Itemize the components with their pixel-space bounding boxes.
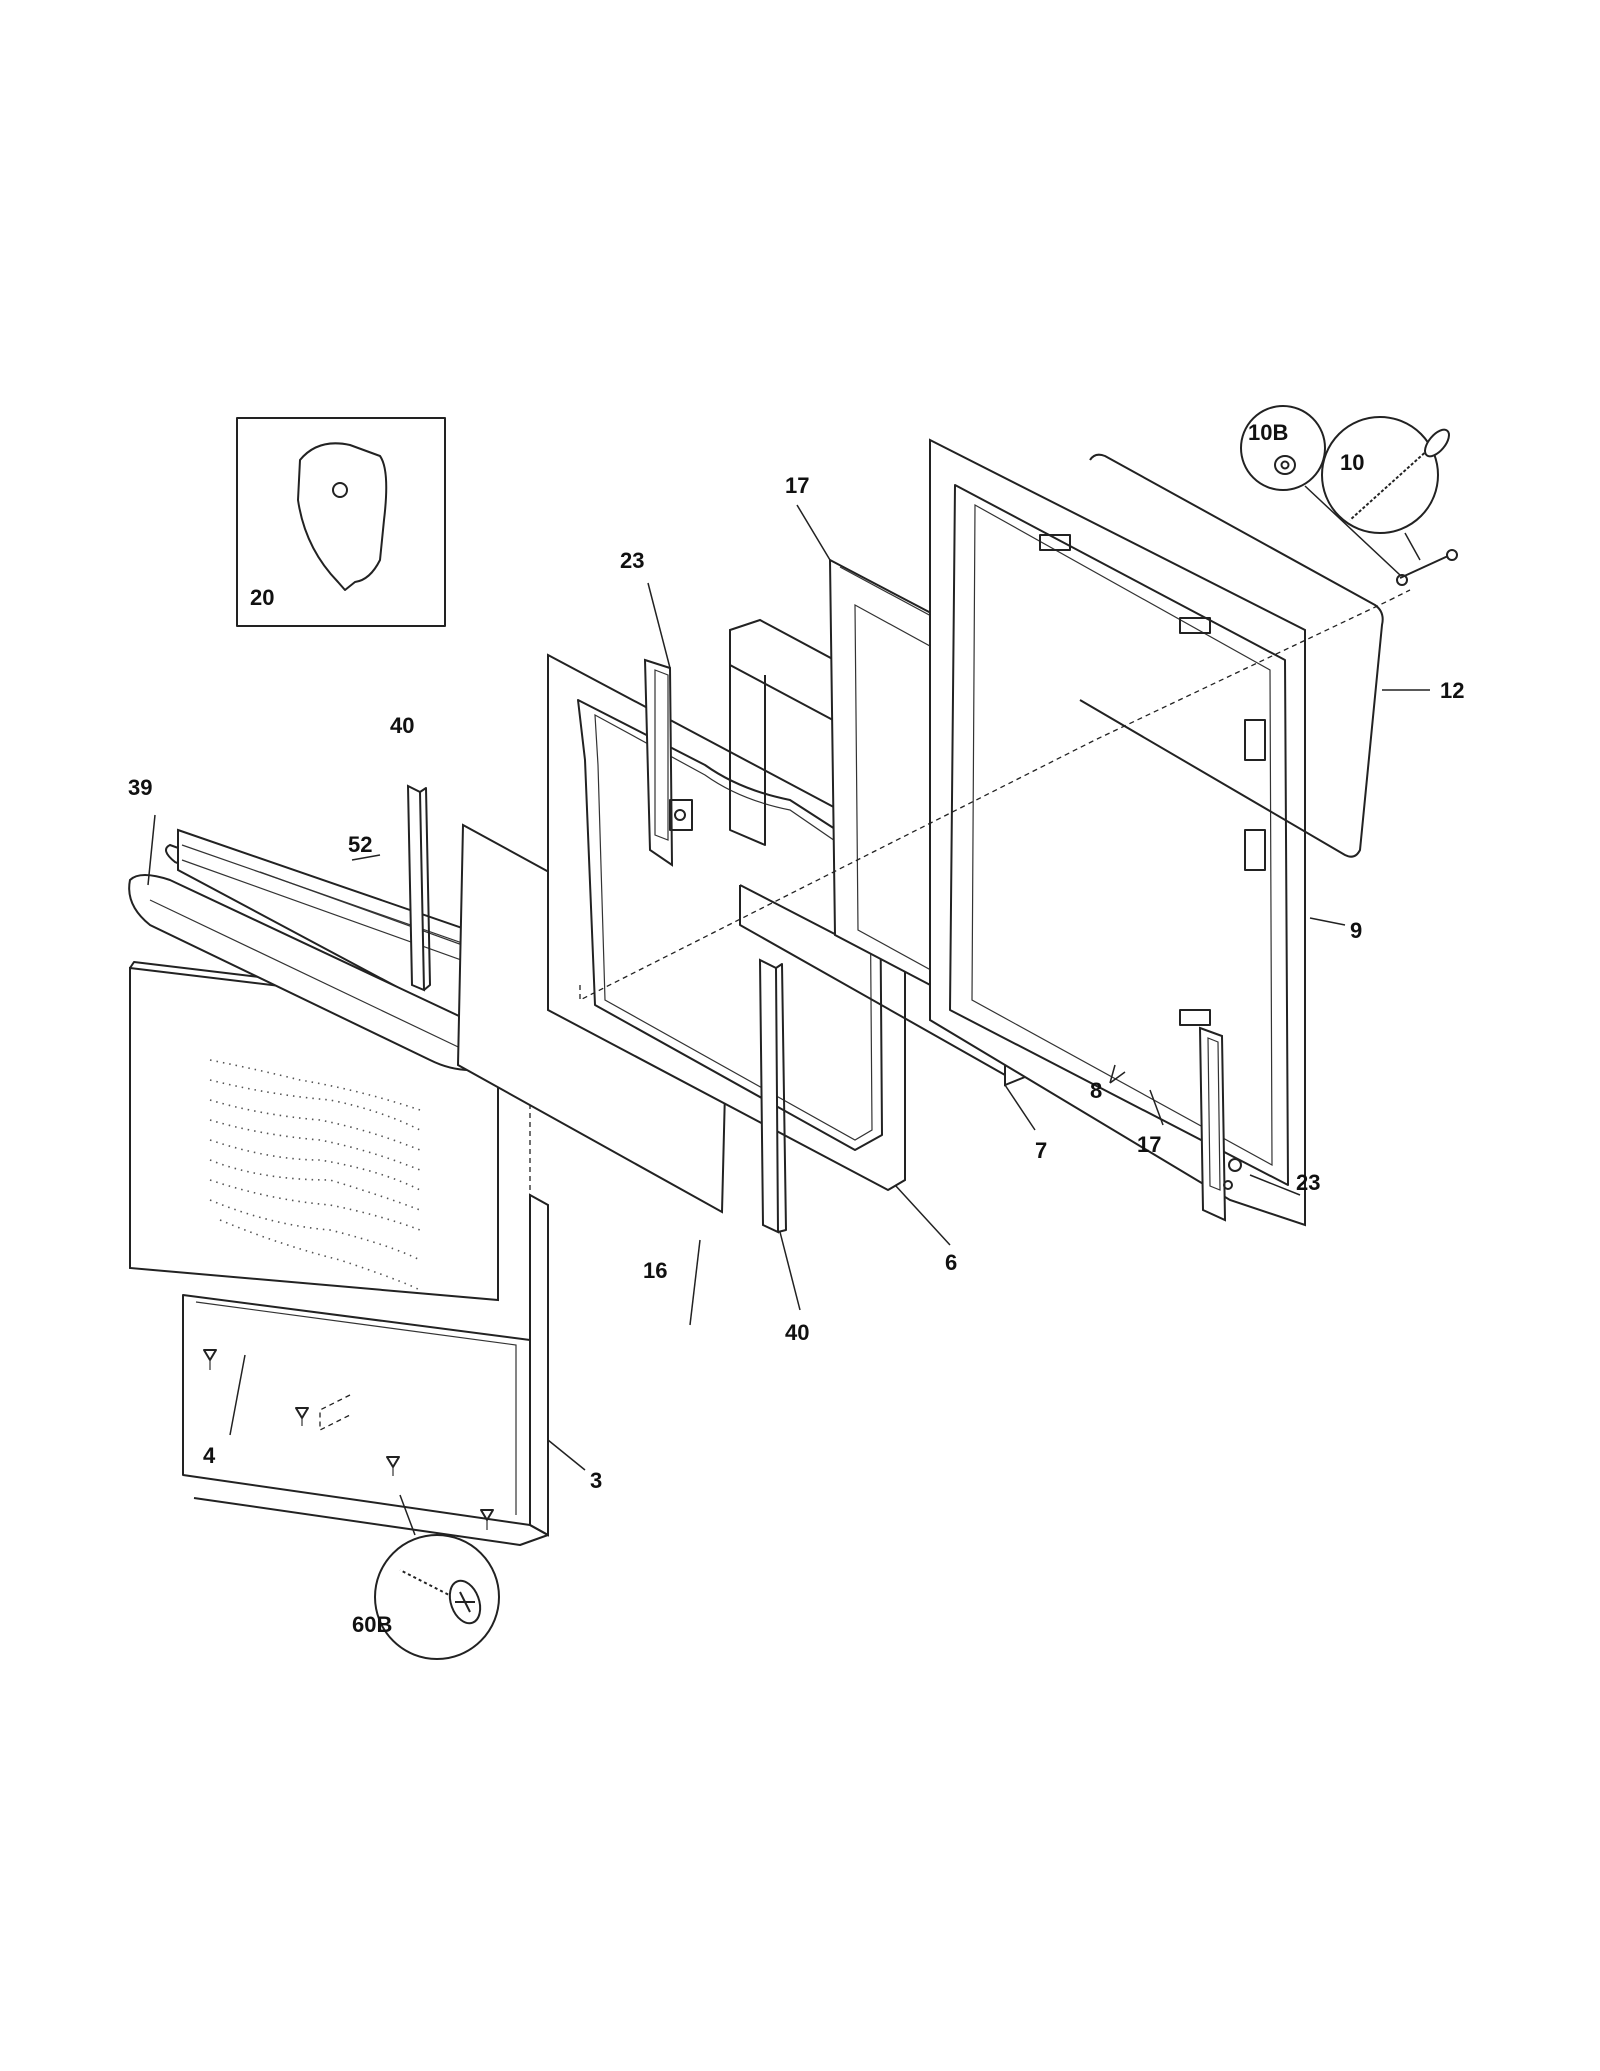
hinge-23-lower (1198, 1026, 1242, 1222)
screw-icon (480, 1509, 494, 1530)
callout-10b: 10B (1248, 420, 1288, 445)
leader-lines (147, 504, 1430, 1471)
callout-8: 8 (1090, 1078, 1102, 1103)
callout-circle-10 (1321, 416, 1458, 579)
callout-17-top: 17 (785, 473, 809, 498)
callout-3: 3 (590, 1468, 602, 1493)
part-20-inset: 20 (236, 417, 446, 627)
callout-10: 10 (1340, 450, 1364, 475)
outer-door-panel (129, 961, 549, 1546)
callout-60b: 60B (352, 1612, 392, 1637)
gasket-12 (1079, 453, 1384, 858)
callout-16: 16 (643, 1258, 667, 1283)
callout-40-upper: 40 (390, 713, 414, 738)
callout-17-bottom: 17 (1137, 1132, 1161, 1157)
washer-icon (1274, 455, 1296, 475)
screw-icon (295, 1407, 309, 1426)
bracket-40-lower (758, 958, 787, 1234)
hinge-23-upper (643, 658, 693, 867)
callout-52: 52 (348, 832, 372, 857)
screws-row (203, 1349, 494, 1530)
callout-12: 12 (1440, 678, 1464, 703)
callout-6: 6 (945, 1250, 957, 1275)
screw-icon (398, 1567, 482, 1625)
callout-7: 7 (1035, 1138, 1047, 1163)
callout-23-bottom: 23 (1296, 1170, 1320, 1195)
screw-icon (203, 1349, 217, 1370)
callout-9: 9 (1350, 918, 1362, 943)
screw-icon (1399, 549, 1458, 579)
bracket-40-upper (406, 784, 431, 992)
rear-panel-9 (929, 438, 1306, 1227)
callout-4: 4 (203, 1443, 216, 1468)
assembly-lines (579, 589, 1411, 1002)
callout-23-top: 23 (620, 548, 644, 573)
screw-icon (386, 1456, 400, 1476)
callout-39: 39 (128, 775, 152, 800)
callout-circle-60b (374, 1494, 500, 1660)
callout-circle-10b (1240, 405, 1408, 586)
callout-20: 20 (250, 585, 274, 610)
callout-40-lower: 40 (785, 1320, 809, 1345)
